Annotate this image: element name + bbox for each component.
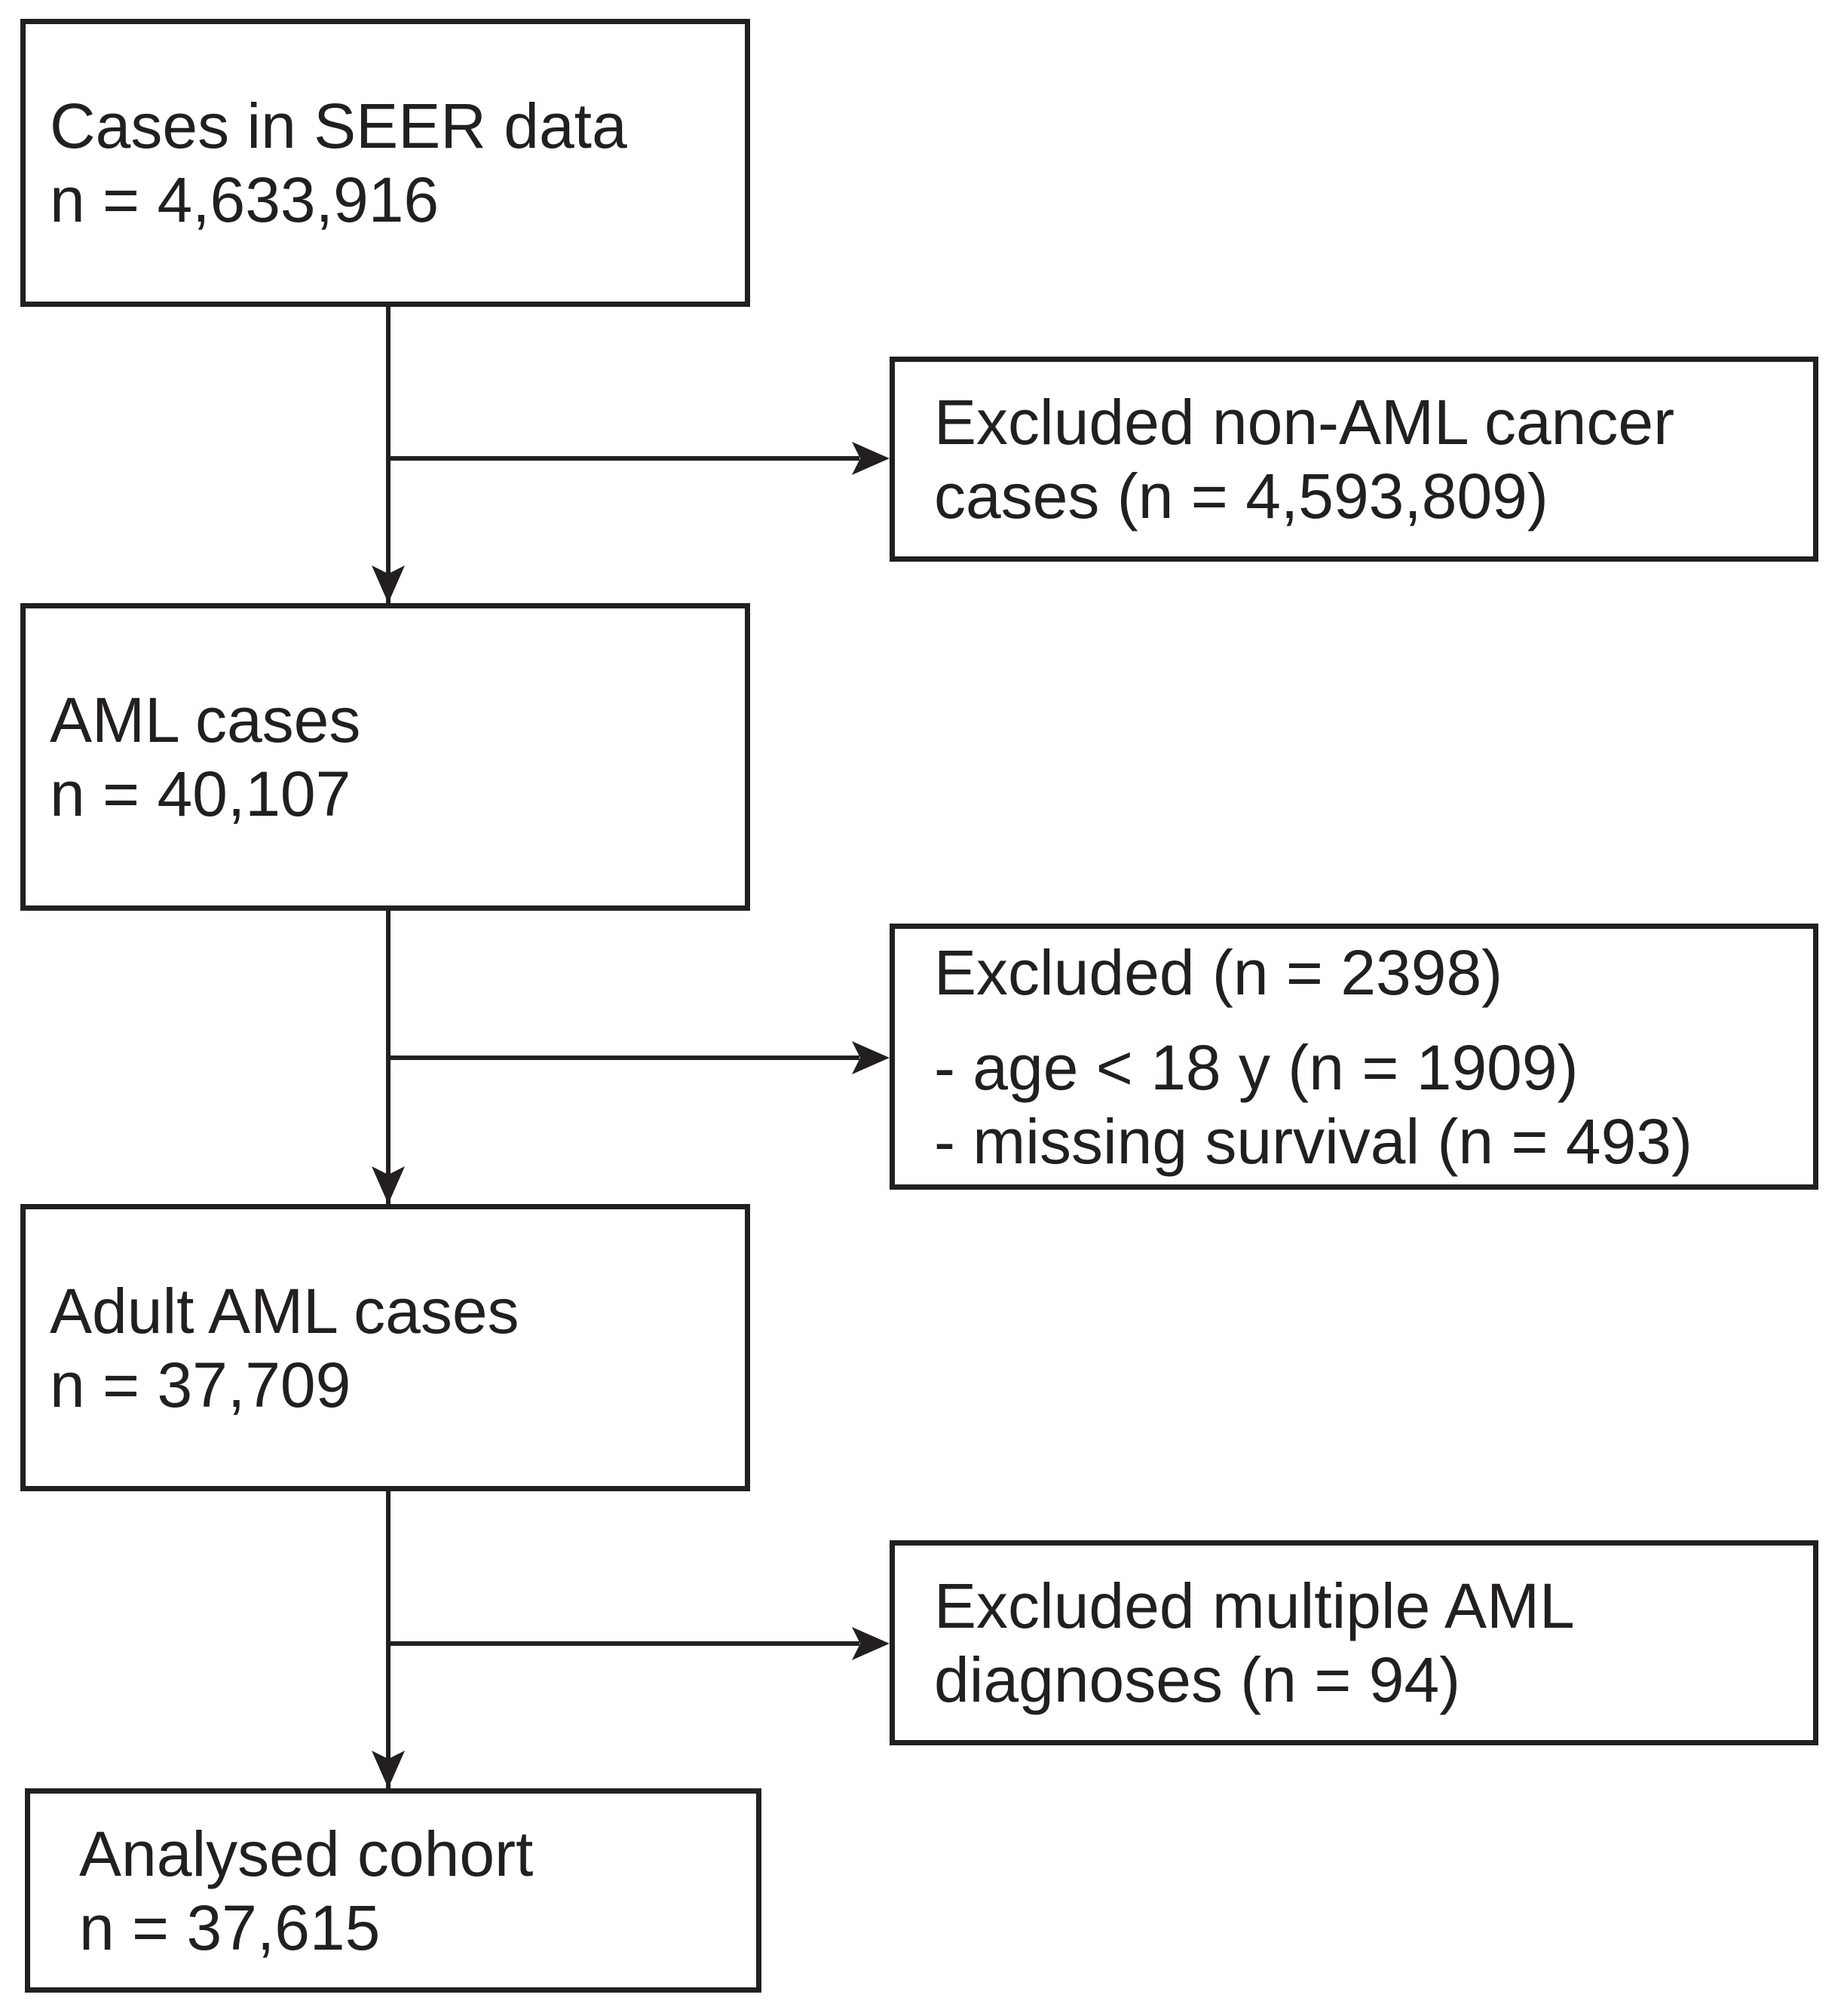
connector-adult-to-cohort — [386, 1487, 391, 1788]
node-label: Excluded non-AML cancer — [934, 387, 1675, 458]
node-bullet-age: - age < 18 y (n = 1909) — [934, 1031, 1579, 1103]
branch-to-excluded-criteria — [388, 1055, 859, 1060]
node-aml-cases: AML cases n = 40,107 — [20, 603, 750, 911]
connector-seer-to-aml — [386, 302, 391, 603]
node-analysed-cohort: Analysed cohort n = 37,615 — [25, 1788, 761, 1993]
connector-aml-to-adult — [386, 906, 391, 1204]
node-excluded-criteria: Excluded (n = 2398) - age < 18 y (n = 19… — [890, 924, 1818, 1190]
node-label: cases (n = 4,593,809) — [934, 461, 1548, 532]
node-excluded-multiple-aml-diagnoses: Excluded multiple AML diagnoses (n = 94) — [890, 1540, 1818, 1745]
node-count: n = 4,633,916 — [50, 164, 440, 235]
branch-to-excluded-non-aml — [388, 456, 859, 461]
node-excluded-non-aml-cancer-cases: Excluded non-AML cancer cases (n = 4,593… — [890, 357, 1818, 562]
node-label: Adult AML cases — [50, 1275, 519, 1347]
node-bullet-missing-survival: - missing survival (n = 493) — [934, 1105, 1692, 1177]
node-adult-aml-cases: Adult AML cases n = 37,709 — [20, 1204, 750, 1491]
node-count: n = 40,107 — [50, 758, 351, 829]
node-label: Excluded (n = 2398) — [934, 936, 1503, 1008]
node-count: n = 37,615 — [79, 1892, 381, 1963]
node-label: Cases in SEER data — [50, 90, 627, 161]
node-cases-in-seer-data: Cases in SEER data n = 4,633,916 — [20, 19, 750, 307]
node-label: Excluded multiple AML — [934, 1570, 1575, 1641]
node-label: Analysed cohort — [79, 1818, 534, 1889]
node-label: AML cases — [50, 685, 361, 755]
node-count: n = 37,709 — [50, 1349, 351, 1420]
node-label: diagnoses (n = 94) — [934, 1644, 1461, 1715]
branch-to-excluded-multiple — [388, 1641, 859, 1646]
